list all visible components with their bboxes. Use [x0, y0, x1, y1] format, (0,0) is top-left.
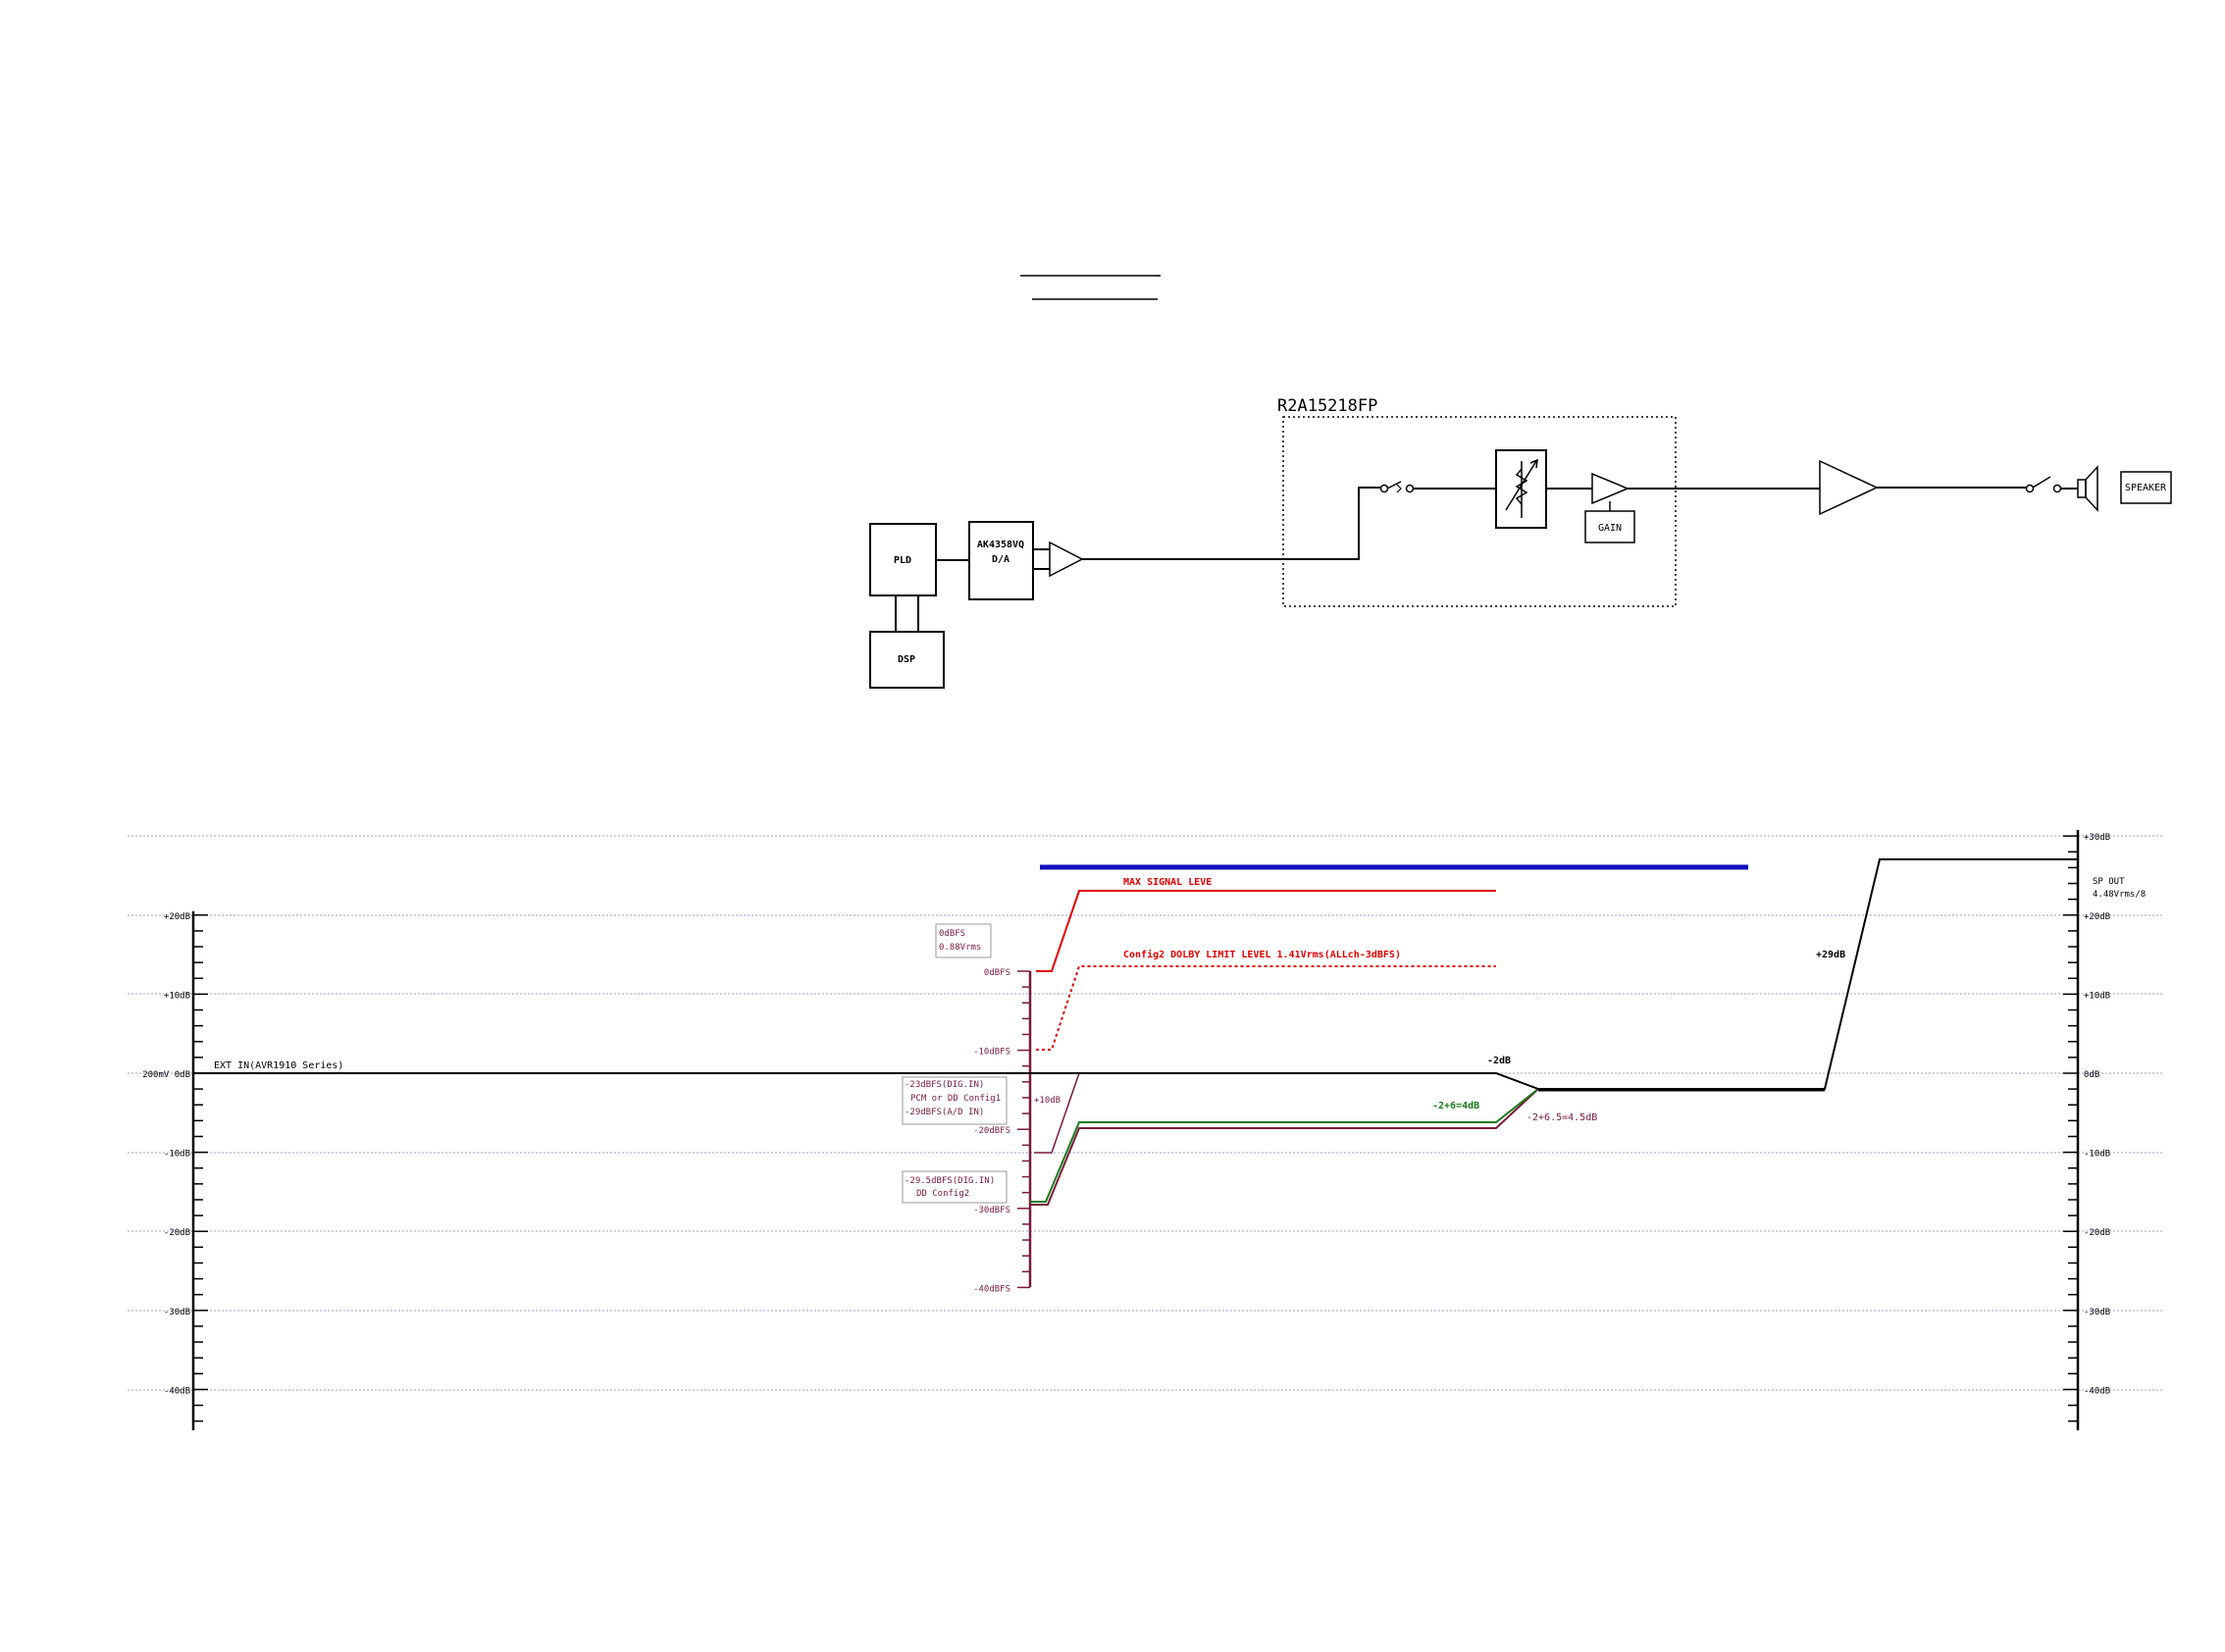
dbfs-axis-tick-label: -20dBFS [973, 1126, 1010, 1136]
buffer-amp-icon [1049, 541, 1084, 578]
box-0dbfs-line1: 0dBFS [939, 929, 965, 939]
left-axis-tick-label: +20dB [164, 912, 190, 922]
block-diagram [869, 449, 2172, 689]
dac-label-2: D/A [992, 554, 1009, 565]
box-23-line3: -29dBFS(A/D IN) [905, 1108, 984, 1117]
box-23-line2: PCM or DD Config1 [910, 1094, 1001, 1104]
chip-boundary [1282, 416, 1677, 607]
box-295dbfs [902, 1170, 1008, 1204]
box-0dbfs-line2: 0.88Vrms [939, 943, 981, 953]
box-23-line1: -23dBFS(DIG.IN) [905, 1080, 984, 1090]
right-axis-tick-label: 0dB [2084, 1070, 2099, 1080]
sp-out-line2: 4.48Vrms/8 [2093, 890, 2146, 900]
right-axis-tick-label: +20dB [2084, 912, 2110, 922]
relay-switch-icon [2025, 484, 2035, 493]
box-295-line1: -29.5dBFS(DIG.IN) [905, 1176, 995, 1186]
right-axis-tick-label: -10dB [2084, 1150, 2110, 1160]
power-amp-icon [1819, 459, 1879, 516]
pld-label: PLD [894, 555, 911, 566]
right-axis-tick-label: -20dB [2084, 1228, 2110, 1238]
left-axis-tick-label: -30dB [164, 1308, 190, 1317]
speaker-icon [2077, 479, 2087, 498]
left-db-axis [191, 911, 208, 1430]
level-gridlines [128, 835, 2163, 1391]
dolby-limit-label: Config2 DOLBY LIMIT LEVEL 1.41Vrms(ALLch… [1123, 949, 1401, 960]
left-axis-tick-label: -20dB [164, 1228, 190, 1238]
input-switch-icon [1379, 484, 1389, 493]
left-axis-tick-label: +10dB [164, 991, 190, 1001]
maroon-path-upper [1034, 1072, 1080, 1154]
plus29db-label: +29dB [1816, 950, 1845, 960]
dsp-label: DSP [898, 654, 915, 665]
green-path [1030, 1088, 1539, 1203]
dbfs-axis-tick-label: -40dBFS [973, 1284, 1010, 1294]
right-db-axis [2063, 830, 2080, 1430]
gain-amp-icon [1591, 472, 1630, 505]
left-axis-tick-label: -10dB [164, 1150, 190, 1160]
max-signal-label: MAX SIGNAL LEVE [1123, 877, 1212, 888]
right-axis-tick-label: -30dB [2084, 1308, 2110, 1317]
main-signal-path [193, 858, 2078, 1090]
dsp-block [869, 631, 945, 689]
left-axis-tick-label: -40dB [164, 1386, 190, 1396]
header-rules [1020, 275, 1161, 300]
right-axis-tick-label: +10dB [2084, 991, 2110, 1001]
green-gain-label: -2+6=4dB [1432, 1101, 1479, 1111]
sp-out-line1: SP OUT [2093, 877, 2125, 887]
dbfs-axis [1017, 970, 1032, 1289]
right-axis-tick-label: +30dB [2084, 833, 2110, 843]
minus2db-label: -2dB [1487, 1056, 1511, 1066]
right-axis-tick-label: -40dB [2084, 1386, 2110, 1396]
box-295-line2: DD Config2 [916, 1189, 969, 1199]
dbfs-axis-tick-label: 0dBFS [984, 968, 1010, 978]
maroon-path-lower [1030, 1088, 1539, 1206]
gain-label: GAIN [1598, 523, 1622, 534]
max-signal-line [1036, 890, 1496, 972]
left-axis-tick-label: 200mV 0dB [142, 1070, 190, 1080]
chip-label: R2A15218FP [1277, 396, 1377, 416]
dbfs-axis-tick-label: -10dBFS [973, 1048, 1010, 1058]
box-0dbfs [935, 923, 992, 958]
dac-label-1: AK4358VQ [977, 540, 1024, 550]
ext-in-label: EXT IN(AVR1910 Series) [214, 1060, 343, 1071]
speaker-label: SPEAKER [2125, 483, 2167, 493]
plus10db-label: +10dB [1034, 1096, 1061, 1106]
speaker-block [2120, 471, 2172, 504]
dbfs-axis-tick-label: -30dBFS [973, 1206, 1010, 1215]
dolby-limit-line [1036, 965, 1496, 1051]
axis-tick-labels: +20dB +10dB 200mV 0dB -10dB -20dB -30dB -40dB +… [142, 833, 2110, 1396]
box-23dbfs [902, 1076, 1008, 1125]
maroon-gain-label: -2+6.5=4.5dB [1526, 1112, 1597, 1123]
